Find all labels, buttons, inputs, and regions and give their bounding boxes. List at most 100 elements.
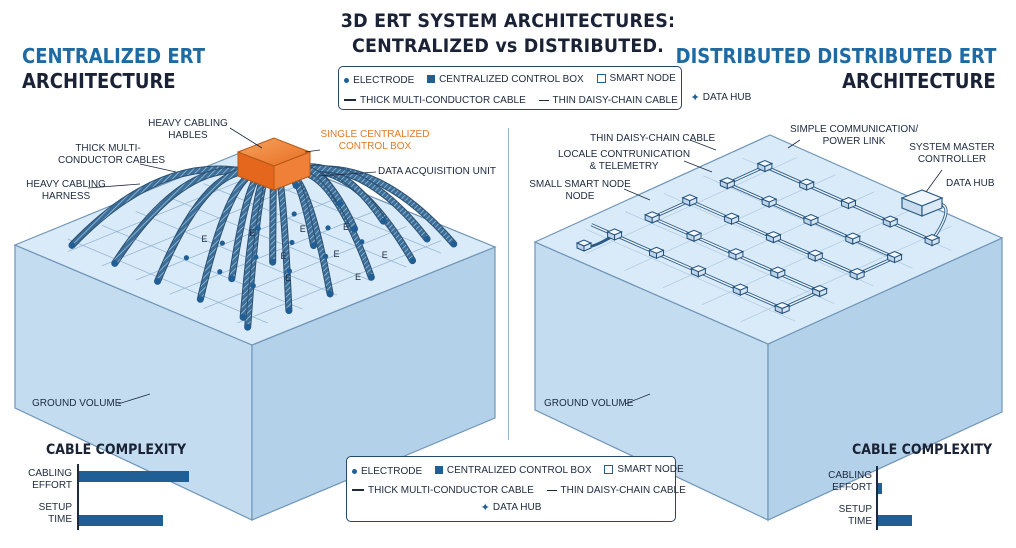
smart-node-right-face bbox=[726, 179, 735, 190]
electrode-dot bbox=[423, 235, 431, 243]
legend-b-electrode: ELECTRODE bbox=[352, 466, 422, 477]
left-title-line-1: CENTRALIZED ERT bbox=[22, 44, 205, 68]
legend-b-control-box: CENTRALIZED CONTROL BOX bbox=[434, 465, 592, 476]
legend-b-smart-node: SMART NODE bbox=[604, 464, 684, 475]
label-simple-comm-2: POWER LINK bbox=[822, 136, 886, 147]
label-control-box-2: CONTROL BOX bbox=[338, 141, 412, 152]
right-cable-complexity-title: CABLE COMPLEXITY bbox=[852, 442, 993, 458]
legend-b-data-hub: ✦DATA HUB bbox=[480, 502, 542, 514]
legend-bottom: ELECTRODE CENTRALIZED CONTROL BOX SMART … bbox=[346, 456, 686, 522]
right-bar-label-setup: SETUP TIME bbox=[818, 504, 872, 528]
label-ground-volume-right: GROUND VOLUME bbox=[544, 398, 634, 409]
smart-node-symbol-icon bbox=[604, 465, 614, 474]
smart-node-right-face bbox=[814, 252, 823, 262]
electrode-dot bbox=[197, 296, 204, 303]
right-title-line-2: ARCHITECTURE bbox=[842, 69, 996, 93]
left-bar-label-cabling-2: EFFORT bbox=[32, 480, 72, 491]
smart-node-right-face bbox=[931, 236, 940, 247]
label-master-1: SYSTEM MASTER bbox=[909, 142, 995, 153]
grid-line bbox=[203, 183, 407, 268]
label-heavy-harness-2: HARNESS bbox=[41, 191, 91, 202]
leader-master bbox=[925, 169, 943, 193]
electrode-dot bbox=[154, 278, 161, 285]
label-locale-1: LOCALE CONTRUNICATION bbox=[558, 149, 691, 160]
leader-thin-daisy bbox=[689, 139, 717, 151]
smart-node-right-face bbox=[735, 250, 744, 261]
smart-node bbox=[643, 211, 661, 224]
smart-node-right-face bbox=[697, 267, 706, 278]
label-control-box-1: SINGLE CENTRALIZED bbox=[320, 129, 430, 140]
right-bar-label-cabling: CABLING EFFORT bbox=[818, 470, 872, 494]
smart-node bbox=[765, 231, 782, 244]
electrode-dot bbox=[68, 242, 76, 249]
smart-node-right-face bbox=[806, 181, 815, 191]
label-small-node-1: SMALL SMART NODE bbox=[529, 179, 631, 190]
electrodes-group bbox=[68, 164, 457, 331]
left-bar-axis bbox=[77, 464, 79, 530]
label-heavy-cabling-hables-2: HABLES bbox=[168, 130, 208, 141]
leader-heavy-hables bbox=[229, 127, 263, 149]
smart-node-symbol-icon bbox=[596, 74, 606, 83]
right-bar-label-cabling-2: EFFORT bbox=[832, 482, 872, 493]
control-box-symbol-icon bbox=[434, 466, 443, 474]
smart-node-right-face bbox=[583, 242, 592, 252]
label-heavy-harness: HEAVY CABLING HARNESS bbox=[22, 179, 110, 203]
right-bar-setup-time bbox=[878, 515, 912, 526]
smart-node-right-face bbox=[772, 233, 781, 244]
electrode-dot bbox=[351, 225, 358, 233]
left-bar-setup-time bbox=[79, 515, 163, 526]
electrode-dot bbox=[269, 258, 276, 266]
smart-node bbox=[732, 283, 749, 296]
electrode-dot bbox=[292, 182, 300, 189]
smart-node-end bbox=[575, 239, 593, 252]
data-hub-right-face bbox=[921, 197, 943, 217]
grid-line bbox=[67, 238, 268, 324]
electrode-letter: E bbox=[343, 221, 350, 232]
electrode-dot bbox=[111, 260, 118, 267]
electrode-dot bbox=[286, 268, 293, 274]
smart-node bbox=[881, 215, 899, 228]
electrode-letter: E bbox=[249, 228, 256, 239]
leader-simple-comm bbox=[787, 139, 801, 149]
thin-cable-symbol-icon bbox=[538, 100, 549, 101]
leader-ground-right bbox=[624, 393, 651, 405]
electrode-dot bbox=[183, 255, 189, 261]
centralized-control-box bbox=[236, 137, 312, 191]
label-heavy-cabling-hables: HEAVY CABLING HABLES bbox=[140, 118, 236, 142]
right-bar-label-cabling-1: CABLING bbox=[828, 470, 872, 481]
smart-node bbox=[773, 301, 791, 315]
label-small-smart-node: SMALL SMART NODE NODE bbox=[528, 179, 632, 203]
thick-cable-symbol-icon bbox=[344, 99, 356, 101]
electrode-symbol-icon bbox=[352, 469, 357, 474]
electrode-letter: E bbox=[381, 249, 388, 260]
smart-node bbox=[802, 214, 820, 227]
left-bar-label-setup: SETUP TIME bbox=[18, 502, 72, 526]
smart-node bbox=[723, 212, 740, 225]
smart-node-right-face bbox=[856, 270, 865, 281]
smart-node-right-face bbox=[768, 198, 777, 208]
left-cable-complexity-title: CABLE COMPLEXITY bbox=[46, 442, 187, 458]
smart-node-right-face bbox=[819, 287, 828, 298]
electrode-dot bbox=[250, 283, 256, 289]
legend-thin-cable: THIN DAISY-CHAIN CABLE bbox=[538, 95, 678, 106]
smart-node bbox=[798, 178, 815, 191]
main-title-line-1: 3D ERT SYSTEM ARCHITECTURES: bbox=[340, 10, 676, 32]
smart-node bbox=[848, 267, 866, 281]
smart-node-right-face bbox=[739, 286, 748, 296]
smart-node-right-face bbox=[889, 218, 898, 228]
electrode-dot bbox=[336, 200, 344, 207]
label-master-2: CONTROLLER bbox=[917, 154, 987, 165]
label-simple-comm-1: SIMPLE COMMUNICATION/ bbox=[790, 124, 919, 135]
legend-data-hub: ✦DATA HUB bbox=[690, 92, 752, 104]
electrode-dot bbox=[323, 253, 329, 259]
smart-node-right-face bbox=[764, 162, 773, 173]
electrode-letter: E bbox=[285, 272, 292, 283]
smart-node bbox=[719, 177, 736, 190]
electrode-dot bbox=[409, 257, 416, 264]
electrode-letter: E bbox=[201, 234, 208, 245]
electrode-dot bbox=[217, 269, 223, 275]
right-bar-axis bbox=[876, 466, 878, 530]
electrode-dot bbox=[326, 290, 334, 298]
electrode-dot bbox=[253, 254, 259, 260]
thin-cable-symbol-icon bbox=[546, 490, 557, 491]
